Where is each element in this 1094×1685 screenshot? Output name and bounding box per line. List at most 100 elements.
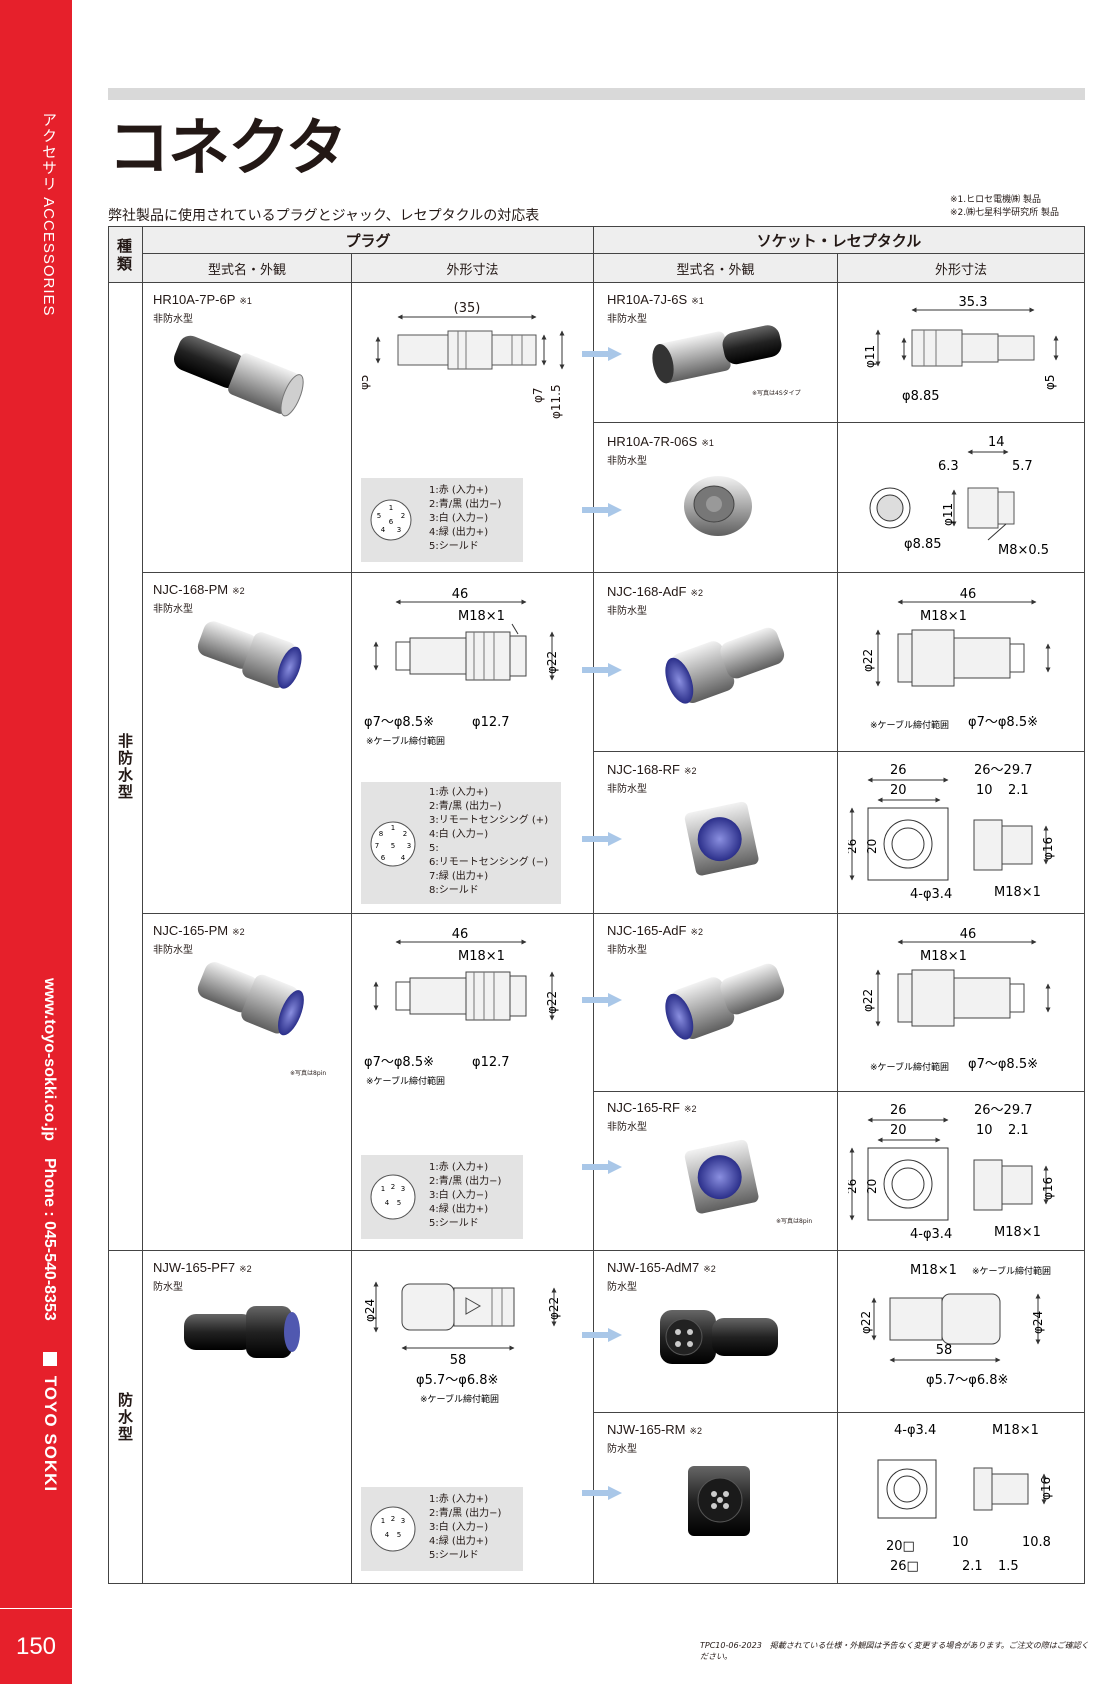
dim-label: φ22 xyxy=(547,1297,561,1320)
group-waterproof: 防水型 xyxy=(108,1250,143,1584)
model-note: ※2 xyxy=(689,1426,703,1436)
dim-label: 20□ xyxy=(886,1539,915,1554)
pin-number: 5 xyxy=(391,842,395,850)
plug-header: プラグ xyxy=(142,226,594,254)
socket-type: 防水型 xyxy=(607,1444,637,1455)
dim-label: 46 xyxy=(452,927,469,942)
pin-number: 1 xyxy=(381,1185,385,1193)
model-note: ※2 xyxy=(703,1264,716,1274)
wiring-table: 1 2 3 4 5 6 7 8 1:赤 (入力+) 2:青/黒 (出力−) 3:… xyxy=(361,782,561,904)
dim-label: ※ケーブル締付範囲 xyxy=(870,1061,949,1073)
wiring-item: 2:青/黒 (出力−) xyxy=(429,499,502,510)
wiring-item: 5: xyxy=(429,843,439,854)
model-text: NJW-165-PF7 xyxy=(153,1260,236,1275)
wiring-item: 4:緑 (出力+) xyxy=(429,1536,489,1547)
wiring-item: 2:青/黒 (出力−) xyxy=(429,1508,502,1519)
arrow-right-icon xyxy=(582,503,622,517)
dim-label: φ16 xyxy=(1041,1177,1055,1200)
plug-dimension-drawing: (35) φ5 φ7 φ11.5 xyxy=(362,301,565,419)
plug-model-name: NJW-165-PF7※2 xyxy=(153,1260,252,1275)
plug-photo xyxy=(173,335,304,417)
wiring-table: 1 2 3 4 5 6 1:赤 (入力+) 2:青/黒 (出力−) 3:白 (入… xyxy=(361,478,523,562)
model-text: NJW-165-RM xyxy=(607,1422,686,1437)
group-nonwaterproof: 非防水型 xyxy=(108,282,143,1251)
model-text: NJC-168-RF xyxy=(607,762,680,777)
dim-label: 10.8 xyxy=(1022,1535,1051,1550)
dim-label: ※ケーブル締付範囲 xyxy=(366,1075,445,1087)
arrow-right-icon xyxy=(582,1486,622,1500)
type-header-label: 種類 xyxy=(117,236,135,273)
phone-number: Phone : 045-540-8353 xyxy=(41,1158,58,1321)
pin-number: 5 xyxy=(397,1199,401,1207)
pin-number: 2 xyxy=(391,1515,395,1523)
model-note: ※1 xyxy=(691,296,704,306)
dim-label: M8×0.5 xyxy=(998,543,1049,558)
socket-type: 非防水型 xyxy=(607,784,647,795)
plug-dimension-drawing: 46 M18×1 φ22 φ7〜φ8.5※ φ12.7 ※ケーブル締付範囲 xyxy=(364,587,559,747)
dim-label: φ5 xyxy=(1043,374,1057,390)
dim-label: 26 xyxy=(890,763,907,778)
wiring-item: 2:青/黒 (出力−) xyxy=(429,1176,502,1187)
plug-model-name: HR10A-7P-6P※1 xyxy=(153,292,252,307)
socket-dimension-drawing: 46 M18×1 φ22 φ7〜φ8.5※ ※ケーブル締付範囲 xyxy=(861,587,1051,731)
dim-label: φ7〜φ8.5※ xyxy=(364,1055,434,1070)
plug-type: 非防水型 xyxy=(153,314,193,325)
dim-label: 10 xyxy=(976,1123,993,1138)
dim-label: ※ケーブル締付範囲 xyxy=(870,719,949,731)
dim-label: 20 xyxy=(890,783,907,798)
dim-label: 10 xyxy=(976,783,993,798)
model-note: ※2 xyxy=(232,586,245,596)
socket-dim-cell xyxy=(837,1412,1085,1584)
socket-model-name: HR10A-7R-06S※1 xyxy=(607,434,714,449)
plug-type: 防水型 xyxy=(153,1282,183,1293)
socket-type: 非防水型 xyxy=(607,945,647,956)
plug-photo xyxy=(184,1306,300,1358)
dim-label: M18×1 xyxy=(992,1423,1039,1438)
pin-number: 7 xyxy=(375,842,379,850)
dim-label: 6.3 xyxy=(938,459,959,474)
model-text: HR10A-7R-06S xyxy=(607,434,698,449)
dim-label: 46 xyxy=(960,587,977,602)
footer-note: TPC10-06-2023 掲載されている仕様・外観図は予告なく変更する場合があ… xyxy=(700,1641,1089,1661)
dim-label: 26 xyxy=(848,1179,859,1194)
dim-label: 4-φ3.4 xyxy=(910,887,952,902)
wiring-item: 5:シールド xyxy=(429,541,479,552)
model-note: ※2 xyxy=(232,927,245,937)
dim-label: 26 xyxy=(890,1103,907,1118)
dim-label: M18×1 xyxy=(458,949,505,964)
wiring-table: 1 2 3 4 5 1:赤 (入力+) 2:青/黒 (出力−) 3:白 (入力−… xyxy=(361,1487,523,1571)
category-label: アクセサリ ACCESSORIES xyxy=(40,112,57,317)
socket-dimension-drawing: 35.3 φ11 φ8.85 φ5 xyxy=(863,295,1059,404)
arrow-right-icon xyxy=(582,663,622,677)
pin-number: 3 xyxy=(401,1185,405,1193)
plug-dimension-drawing: φ24 φ22 58 φ5.7〜φ6.8※ ※ケーブル締付範囲 xyxy=(363,1281,561,1405)
pin-number: 4 xyxy=(401,854,406,862)
pin-diagram-icon: 1 2 3 4 5 xyxy=(370,1506,416,1552)
photo-caption: ※写真は8pin xyxy=(290,1070,327,1077)
dim-label: 20 xyxy=(890,1123,907,1138)
logo-mark-icon xyxy=(43,1352,57,1366)
dim-label: 5.7 xyxy=(1012,459,1033,474)
dim-label: φ22 xyxy=(861,989,875,1012)
socket-model-subheader: 型式名・外観 xyxy=(593,253,838,283)
socket-type: 非防水型 xyxy=(607,314,647,325)
dim-label: 20 xyxy=(865,839,879,854)
dim-label: M18×1 xyxy=(910,1263,957,1278)
company-logo: TOYO SOKKI xyxy=(40,1352,60,1492)
socket-type: 非防水型 xyxy=(607,606,647,617)
socket-photo xyxy=(684,801,759,876)
website-link[interactable]: www.toyo-sokki.co.jp xyxy=(41,978,58,1141)
dim-label: φ8.85 xyxy=(902,389,940,404)
dim-label: 20 xyxy=(865,1179,879,1194)
dim-label: M18×1 xyxy=(994,885,1041,900)
photo-caption: ※写真は4Sタイプ xyxy=(752,390,801,397)
dim-label: ※ケーブル締付範囲 xyxy=(420,1393,499,1405)
socket-dim-subheader: 外形寸法 xyxy=(837,253,1085,283)
wiring-table: 1 2 3 4 5 1:赤 (入力+) 2:青/黒 (出力−) 3:白 (入力−… xyxy=(361,1155,523,1239)
socket-type: 防水型 xyxy=(607,1282,637,1293)
dim-label: φ22 xyxy=(861,649,875,672)
pin-number: 2 xyxy=(391,1183,395,1191)
socket-type: 非防水型 xyxy=(607,456,647,467)
plug-model-subheader: 型式名・外観 xyxy=(142,253,352,283)
socket-photo xyxy=(665,963,785,1040)
